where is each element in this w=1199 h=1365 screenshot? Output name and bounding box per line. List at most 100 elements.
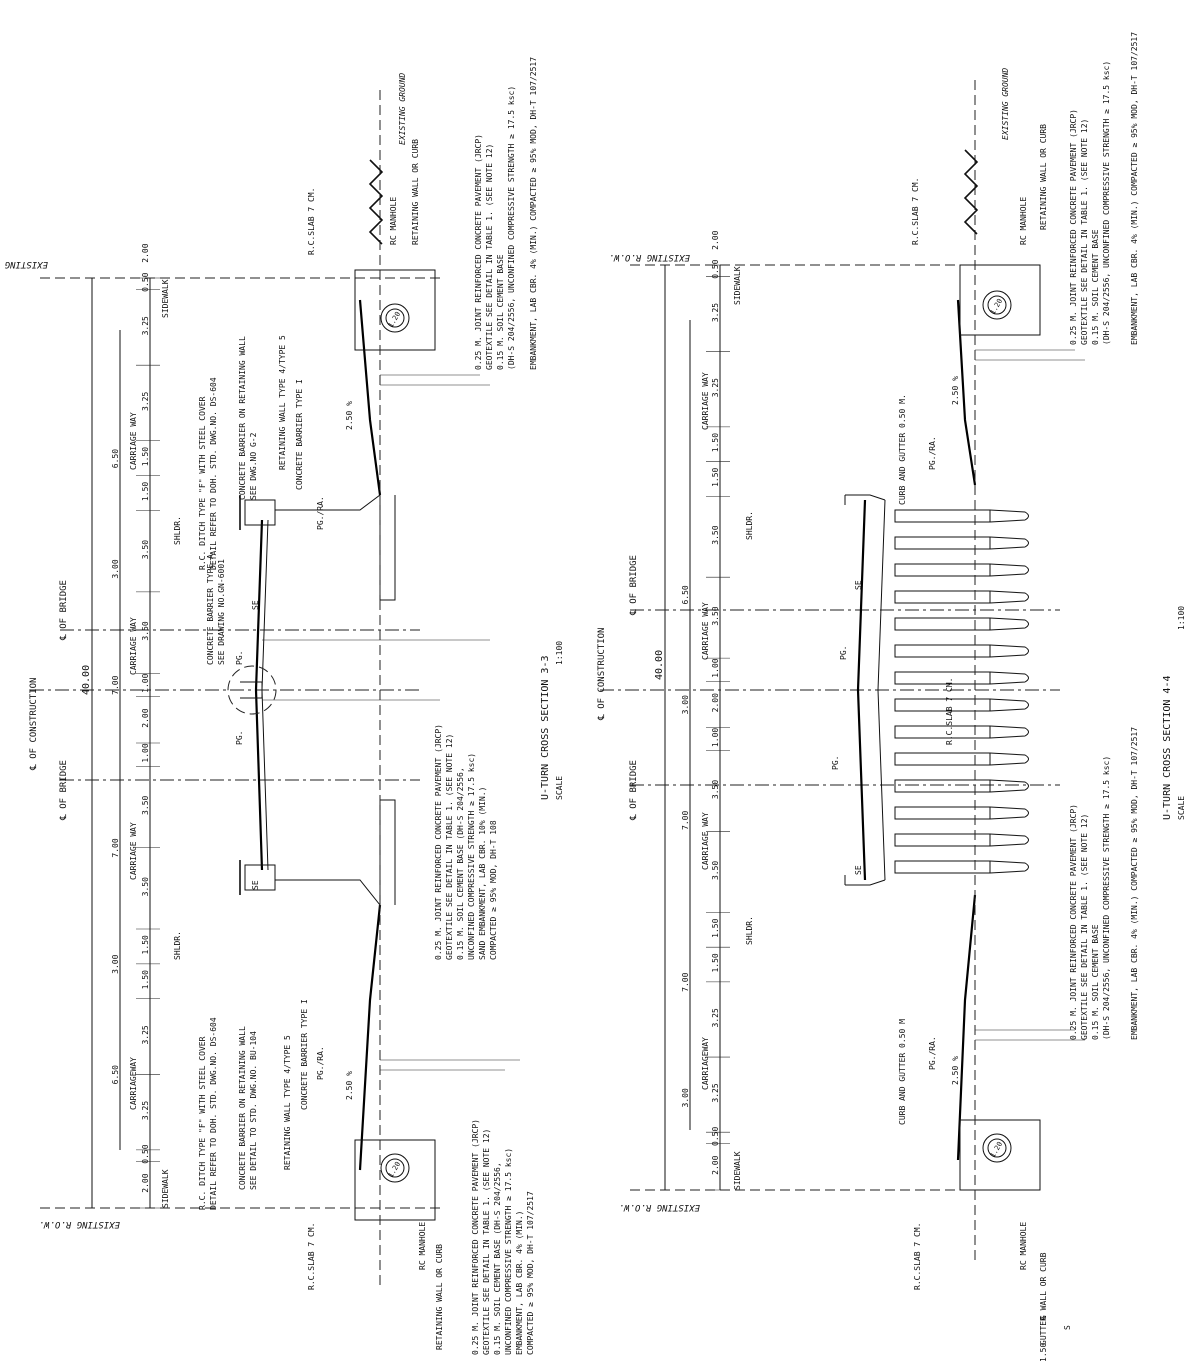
svg-text:0.25 M. JOINT REINFORCED CONCR: 0.25 M. JOINT REINFORCED CONCRETE PAVEME… <box>474 134 483 370</box>
dim-3-3-11: 3.50 <box>141 621 150 640</box>
barrier-type1-top: CONCRETE BARRIER TYPE I <box>295 379 304 490</box>
bridge-piers <box>894 509 1029 874</box>
pier-3 <box>894 590 991 604</box>
pile-2 <box>989 563 1029 577</box>
group-3-3-0: 6.50 <box>111 1065 120 1084</box>
group-4-4-2: 7.00 <box>681 811 690 830</box>
svg-text:1.20: 1.20 <box>989 1140 1004 1159</box>
group-4-4-1: 7.00 <box>681 972 690 991</box>
dimension-values-3-3: 2.000.503.253.251.501.503.503.501.002.00… <box>136 243 160 1209</box>
svg-text:COMPACTED ≥ 95% MOD, DH-T 107/: COMPACTED ≥ 95% MOD, DH-T 107/2517 <box>526 1191 535 1355</box>
carriage-way-label-4c: CARRIAGE WAY <box>701 812 710 870</box>
bottom-mark-4: S <box>1063 1325 1072 1330</box>
retaining-type-bottom: RETAINING WALL TYPE 4/TYPE 5 <box>283 1035 292 1170</box>
group-3-3-1: 3.00 <box>111 954 120 973</box>
pg-ra-top-4: PG./RA. <box>928 436 937 470</box>
dim-4-4-15: 3.25 <box>711 378 720 397</box>
svg-text:CONCRETE BARRIER ON RETAINING: CONCRETE BARRIER ON RETAINING WALL <box>238 336 247 500</box>
pg-ra-top: PG./RA. <box>316 496 325 530</box>
dim-4-4-5: 1.50 <box>711 918 720 937</box>
retaining-wall-curb-top: RETAINING WALL OR CURB <box>411 139 420 245</box>
svg-text:1.20: 1.20 <box>387 310 402 329</box>
svg-text:DETAIL REFER TO DOH. STD. DWG.: DETAIL REFER TO DOH. STD. DWG.NO. DS-604 <box>209 377 218 570</box>
svg-text:UNCONFINED COMPRESSIVE STRENGT: UNCONFINED COMPRESSIVE STRENGTH ≥ 17.5 k… <box>504 1148 513 1355</box>
pavement-top-approach-4 <box>956 299 977 486</box>
svg-text:R.C. DITCH TYPE "F" WITH STEEL: R.C. DITCH TYPE "F" WITH STEEL COVER <box>198 1036 207 1210</box>
curb-gutter-top-4: CURB AND GUTTER 0.50 M. <box>898 394 907 505</box>
cl-bridge-label-4a: ℄ OF BRIDGE <box>629 555 639 616</box>
slope-top-4: 2.50 % <box>951 376 960 405</box>
total-width-label: 40.00 <box>81 665 92 695</box>
svg-text:EMBANKMENT, LAB CBR. 4% (MIN.): EMBANKMENT, LAB CBR. 4% (MIN.) COMPACTED… <box>1130 727 1139 1040</box>
pg-label-1: PG. <box>235 651 244 665</box>
dimension-values-4-4: 2.000.503.253.251.501.503.503.501.002.00… <box>706 230 730 1191</box>
dim-3-3-15: 3.25 <box>141 392 150 411</box>
dim-4-4-1: 0.50 <box>711 1127 720 1146</box>
pavement-bottom-approach-4 <box>956 894 977 1161</box>
sidewalk-label-top: SIDEWALK <box>161 279 170 318</box>
svg-text:EMBANKMENT, LAB CBR. 4% (MIN.): EMBANKMENT, LAB CBR. 4% (MIN.) <box>515 1211 524 1356</box>
pile-6 <box>989 671 1029 685</box>
svg-text:0.15 M. SOIL CEMENT BASE (DH-S: 0.15 M. SOIL CEMENT BASE (DH-S 204/2556, <box>456 767 465 960</box>
svg-text:GEOTEXTILE SEE DETAIL IN TABLE: GEOTEXTILE SEE DETAIL IN TABLE 1. (SEE N… <box>485 144 494 370</box>
shldr-label-bottom: SHLDR. <box>173 931 182 960</box>
svg-text:SEE DRAWING NO.GN-6001: SEE DRAWING NO.GN-6001 <box>217 559 226 665</box>
svg-text:0.25 M. JOINT REINFORCED CONCR: 0.25 M. JOINT REINFORCED CONCRETE PAVEME… <box>1069 804 1078 1040</box>
pavement-bottom-approach <box>358 904 382 1171</box>
manhole-top: 1.20 <box>354 269 436 351</box>
dim-3-3-0: 2.00 <box>141 1173 150 1192</box>
barrier-detail-circle <box>227 665 277 715</box>
notes-bottom: 0.25 M. JOINT REINFORCED CONCRETE PAVEME… <box>471 1119 535 1355</box>
rc-slab-top: R.C.SLAB 7 CM. <box>307 188 316 255</box>
dim-4-4-10: 1.00 <box>711 658 720 677</box>
dim-3-3-6: 3.50 <box>141 877 150 896</box>
svg-text:1.20: 1.20 <box>387 1160 402 1179</box>
notes-top-4: 0.25 M. JOINT REINFORCED CONCRETE PAVEME… <box>1069 32 1139 345</box>
pile-7 <box>989 698 1029 712</box>
svg-text:(DH-S 204/2556, UNCONFINED COM: (DH-S 204/2556, UNCONFINED COMPRESSIVE S… <box>1102 756 1111 1040</box>
total-width-label-4: 40.00 <box>654 650 665 680</box>
dim-3-3-17: 0.50 <box>141 272 150 291</box>
pile-1 <box>989 536 1029 550</box>
pier-10 <box>894 779 991 793</box>
sidewalk-label-bottom-4: SIDEWALK <box>733 1151 742 1190</box>
retaining-wall-curb-top-4: RETAINING WALL OR CURB <box>1039 124 1048 230</box>
pier-7 <box>894 698 991 712</box>
section-3-3: EXISTING R.O.W. EXISTING R.O.W. 40.00 ℄ … <box>0 57 564 1355</box>
cl-construction-label-4: ℄ OF CONSTRUCTION <box>597 628 607 721</box>
dim-3-3-14: 1.50 <box>141 447 150 466</box>
group-3-3-4: 3.00 <box>111 559 120 578</box>
rc-manhole-top: RC MANHOLE <box>389 197 398 245</box>
pg-label-2: PG. <box>235 731 244 745</box>
rc-slab-deck-4: R.C.SLAB 7 CM. <box>945 678 954 745</box>
dim-3-3-3: 3.25 <box>141 1025 150 1044</box>
pile-10 <box>989 779 1029 793</box>
retaining-fragment-4: G WALL OR CURB <box>1039 1252 1048 1320</box>
dim-4-4-7: 3.50 <box>711 780 720 799</box>
shldr-label-bottom-4: SHLDR. <box>745 916 754 945</box>
svg-text:0.25 M. JOINT REINFORCED CONCR: 0.25 M. JOINT REINFORCED CONCRETE PAVEME… <box>1069 109 1078 345</box>
group-4-4-3: 3.00 <box>681 695 690 714</box>
pier-12 <box>894 833 991 847</box>
barrier-bottom <box>244 864 276 891</box>
existing-ground-label-4: EXISTING GROUND <box>1001 68 1010 140</box>
notes-bottom-4: 0.25 M. JOINT REINFORCED CONCRETE PAVEME… <box>1069 727 1139 1040</box>
svg-text:UNCONFINED COMPRESSIVE STRENGT: UNCONFINED COMPRESSIVE STRENGTH ≥ 17.5 k… <box>467 753 476 960</box>
dim-3-3-18: 2.00 <box>141 243 150 262</box>
bridge-deck <box>254 519 264 871</box>
scale-value-4-4: 1:100 <box>1177 606 1186 630</box>
dim-3-3-10: 1.00 <box>141 673 150 692</box>
group-3-3-2: 7.00 <box>111 838 120 857</box>
pg-ra-bottom: PG./RA. <box>316 1046 325 1080</box>
svg-text:GEOTEXTILE SEE DETAIL IN TABLE: GEOTEXTILE SEE DETAIL IN TABLE 1. (SEE N… <box>1080 814 1089 1040</box>
svg-text:SAND EMBANKMENT, LAB CBR. 10%: SAND EMBANKMENT, LAB CBR. 10% (MIN.) <box>478 787 487 960</box>
pg-label-4b: PG. <box>831 756 840 770</box>
pier-0 <box>894 509 991 523</box>
gutter-fragment-4: GUTTER <box>1039 1316 1048 1345</box>
pavement-top-approach <box>358 299 382 496</box>
svg-text:EMBANKMENT, LAB CBR. 4% (MIN.): EMBANKMENT, LAB CBR. 4% (MIN.) COMPACTED… <box>1130 32 1139 345</box>
pier-13 <box>894 860 991 874</box>
pile-5 <box>989 644 1029 658</box>
carriage-way-label-4a: CARRIAGE WAY <box>701 372 710 430</box>
pg-label-4a: PG. <box>839 646 848 660</box>
